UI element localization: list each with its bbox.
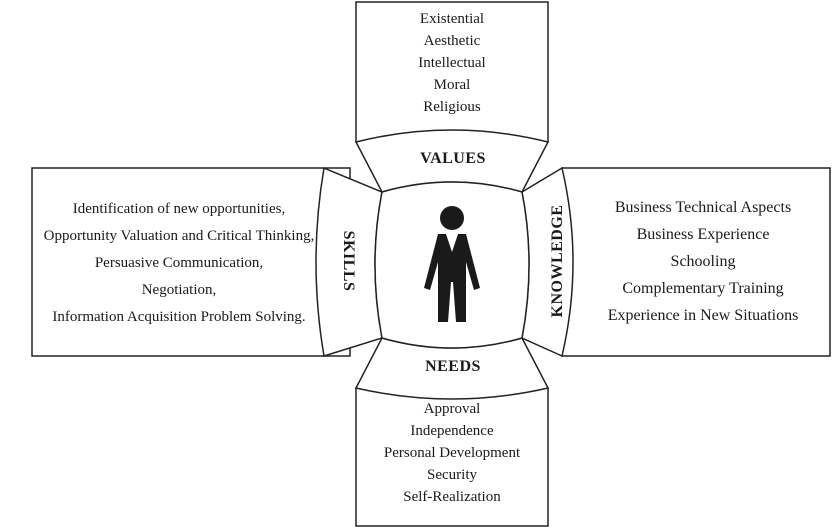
- knowledge-box: [561, 167, 831, 357]
- skills-item: Opportunity Valuation and Critical Think…: [43, 228, 315, 244]
- needs-item: Security: [427, 467, 477, 483]
- skills-label: SKILLS: [340, 230, 357, 292]
- values-label: VALUES: [420, 150, 486, 167]
- knowledge-list: Business Technical Aspects Business Expe…: [578, 194, 828, 329]
- needs-list: Approval Independence Personal Developme…: [356, 398, 548, 508]
- knowledge-label: KNOWLEDGE: [549, 204, 566, 318]
- needs-item: Approval: [423, 401, 481, 417]
- needs-box: [355, 387, 549, 527]
- skills-item: Negotiation,: [141, 282, 217, 298]
- knowledge-item: Experience in New Situations: [607, 307, 799, 324]
- values-item: Existential: [419, 11, 485, 27]
- skills-list: Identification of new opportunities, Opp…: [34, 196, 324, 331]
- knowledge-item: Complementary Training: [622, 280, 784, 297]
- knowledge-item: Schooling: [670, 253, 736, 270]
- skills-box: [31, 167, 351, 357]
- knowledge-item: Business Experience: [636, 226, 770, 243]
- values-item: Aesthetic: [423, 33, 481, 49]
- values-list: Existential Aesthetic Intellectual Moral…: [356, 8, 548, 118]
- needs-label: NEEDS: [425, 358, 481, 375]
- person-icon: [424, 206, 480, 322]
- knowledge-item: Business Technical Aspects: [614, 199, 792, 216]
- skills-item: Identification of new opportunities,: [72, 201, 286, 217]
- needs-item: Personal Development: [383, 445, 521, 461]
- needs-item: Self-Realization: [403, 489, 501, 505]
- skills-item: Persuasive Communication,: [94, 255, 264, 271]
- skills-item: Information Acquisition Problem Solving.: [52, 309, 306, 325]
- values-item: Intellectual: [418, 55, 486, 71]
- values-item: Moral: [433, 77, 471, 93]
- values-box: [355, 1, 549, 143]
- needs-item: Independence: [410, 423, 494, 439]
- values-item: Religious: [423, 99, 481, 115]
